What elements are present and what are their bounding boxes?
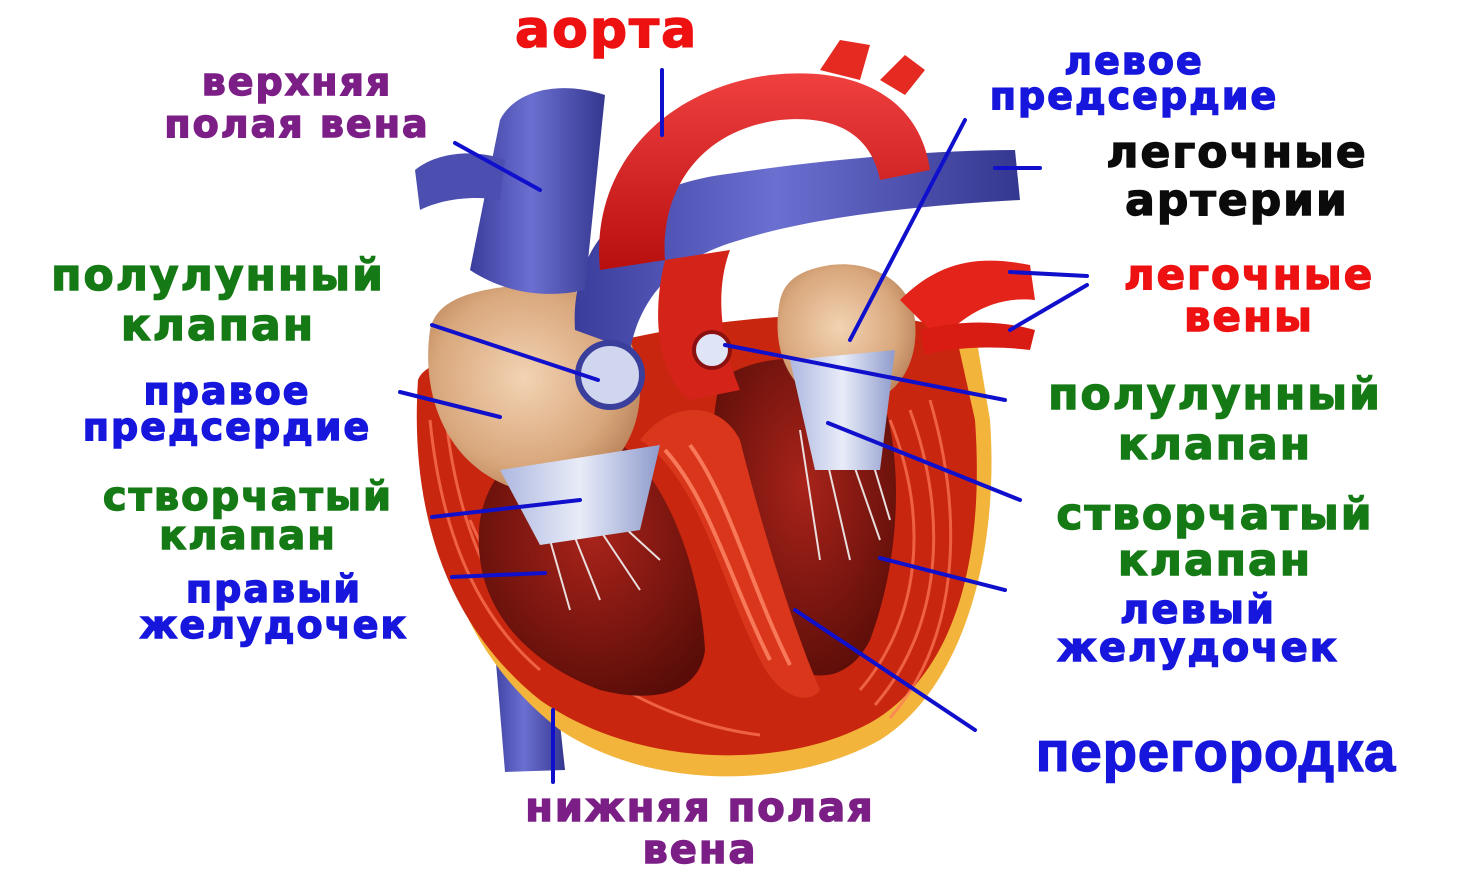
inferior-vena-cava-label: нижняя полая вена [460,788,940,870]
tricuspid-valve-label: створчатый клапан [70,478,426,556]
left-ventricle-label: левый желудочек [1008,591,1388,667]
semilunar-valve-left-label: полулунный клапан [8,254,428,348]
right-ventricle-label: правый желудочек [100,571,448,643]
right-atrium-label: правое предсердие [48,373,406,445]
pulmonary-arteries-label: легочные артерии [1052,131,1422,223]
aorta-label: аорта [515,4,698,56]
semilunar-valve-right-label: полулунный клапан [1010,373,1420,467]
mitral-valve-label: створчатый клапан [1020,493,1410,583]
left-atrium-label: левое предсердие [948,44,1320,114]
septum-label: перегородка [976,724,1456,780]
aortic-valve-circle [694,332,730,368]
superior-vena-cava-label: верхняя полая вена [112,63,482,143]
pulmonary-veins-label: легочные вены [1084,254,1414,338]
